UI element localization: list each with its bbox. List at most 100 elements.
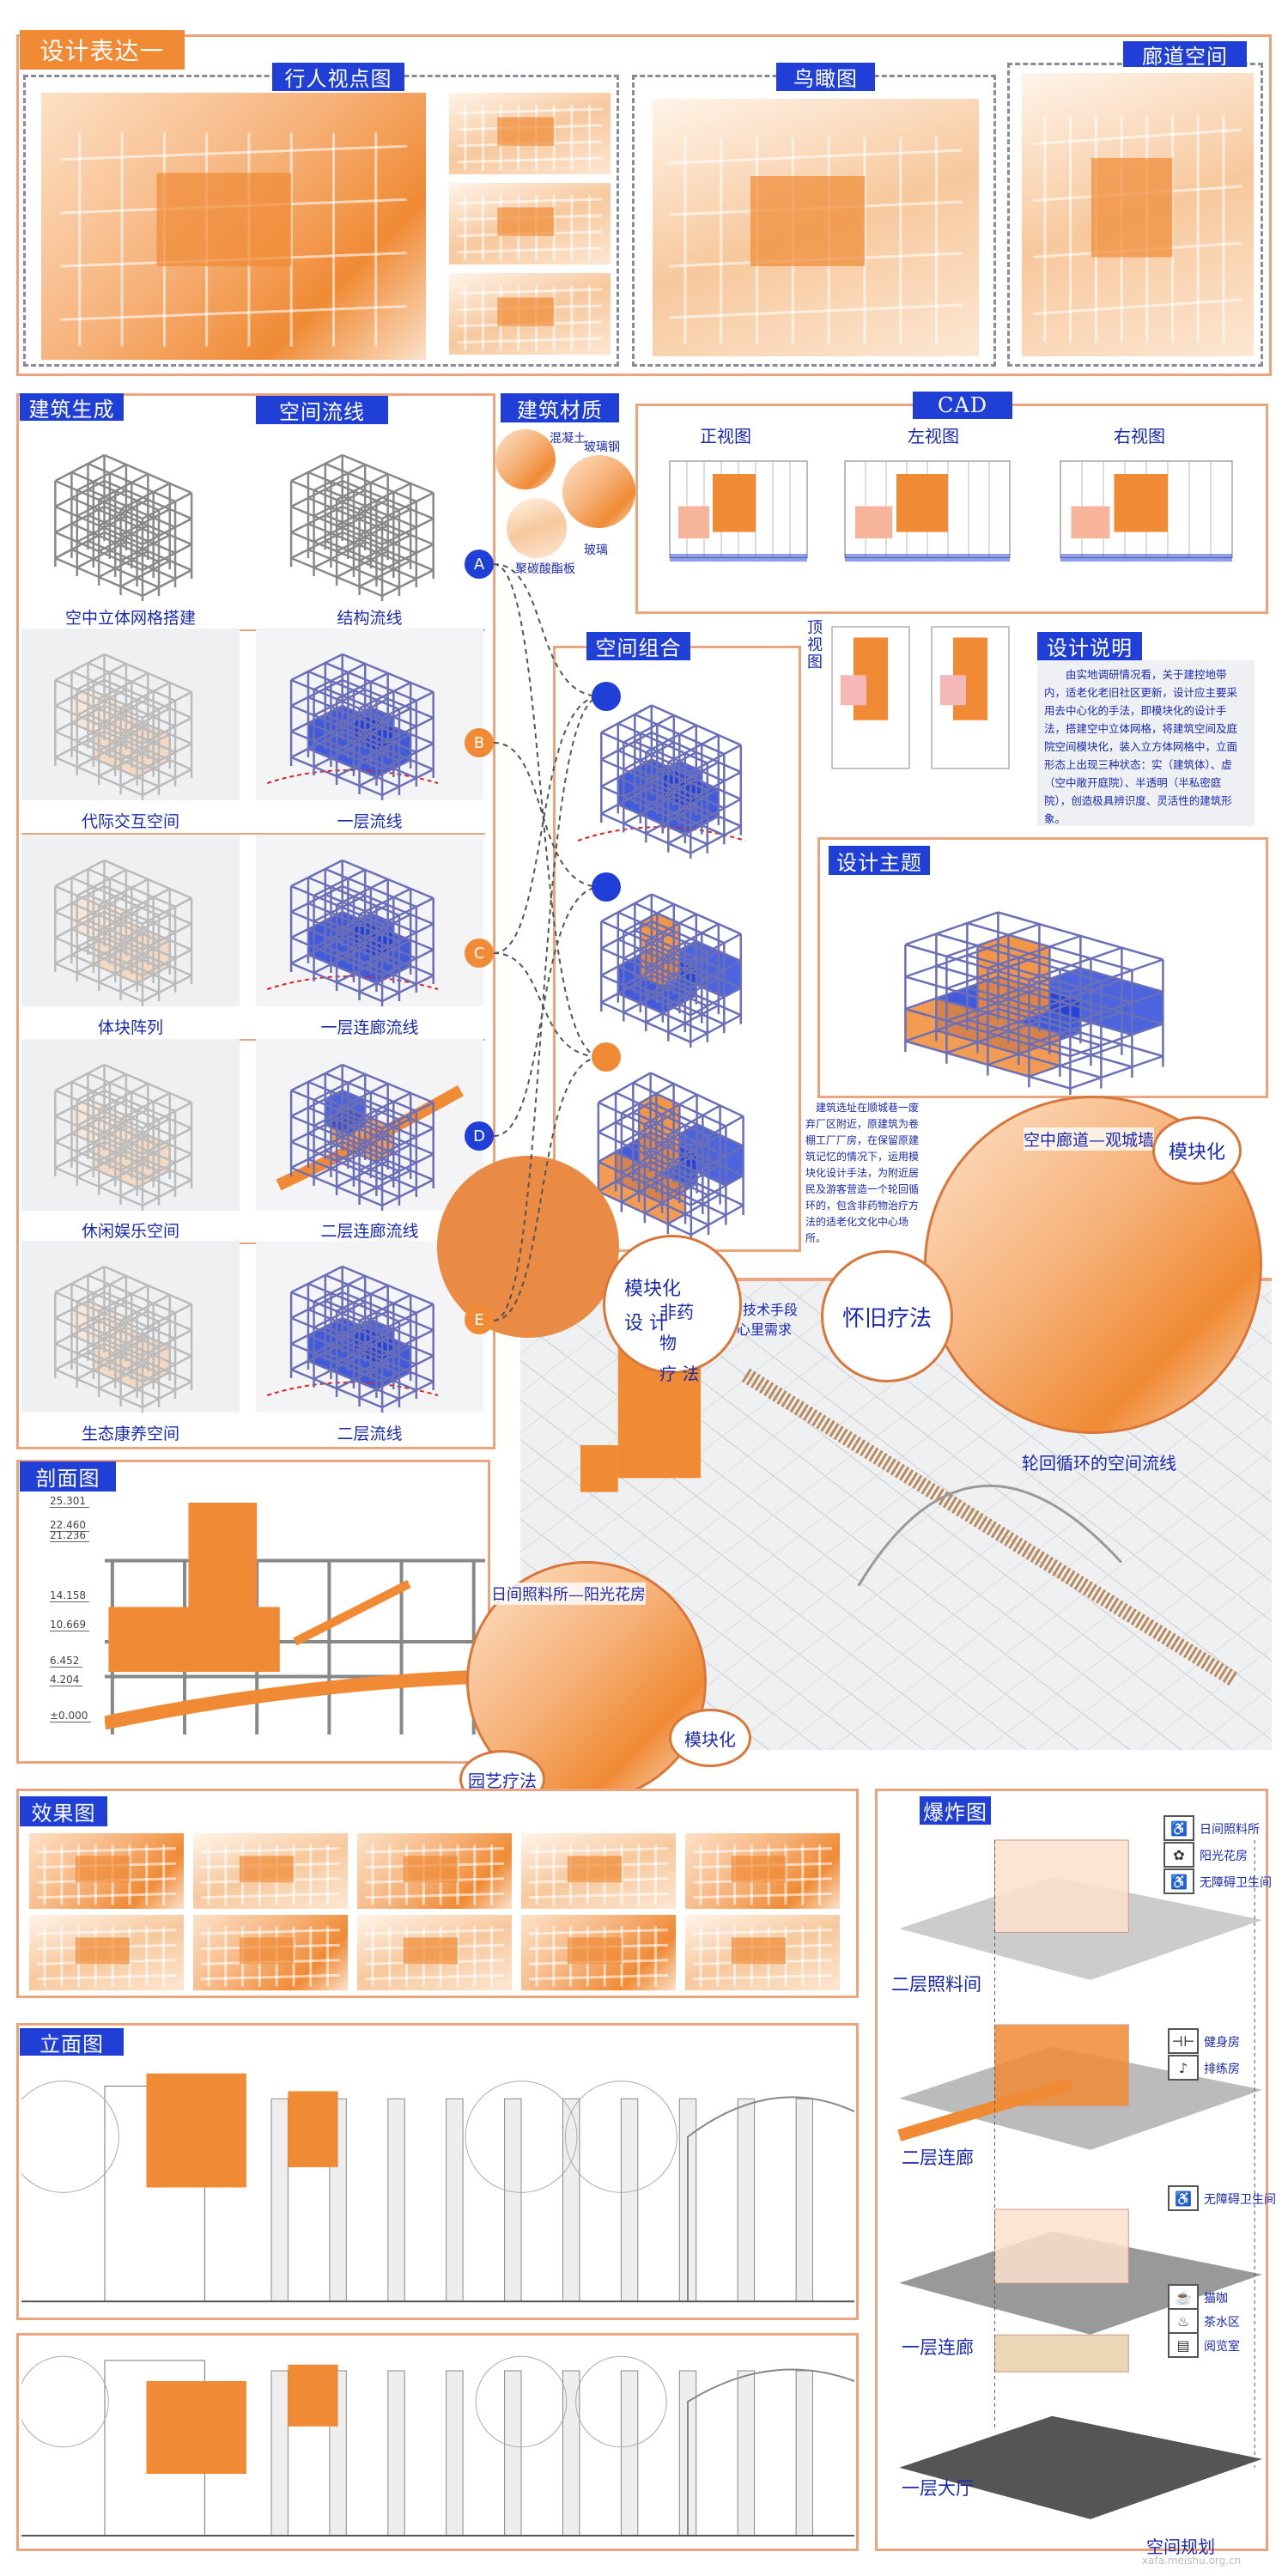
generation-caption: 休闲娱乐空间 [81, 1222, 179, 1241]
structure-beam [945, 1019, 1040, 1054]
photo-frame-line [528, 1929, 669, 1935]
structure-beam [142, 768, 192, 797]
illustration [844, 460, 1011, 562]
illustration [903, 911, 1165, 1095]
tree [575, 2355, 667, 2448]
structure-beam [336, 878, 389, 907]
elevation-volume [713, 474, 756, 532]
non-drug-1: 非药物 [659, 1302, 694, 1353]
illustration [692, 1926, 833, 1987]
structure-beam [54, 730, 106, 759]
structure-beam [904, 975, 999, 1011]
pedestrian-detail-image [449, 273, 611, 355]
plan-volume [940, 675, 966, 706]
rendering-thumbnail[interactable] [193, 1915, 348, 1990]
structure-beam [98, 955, 149, 984]
structure-beam [336, 1284, 389, 1313]
function-label: 日间照料所 [1200, 1823, 1260, 1837]
structure-beam [645, 993, 697, 1024]
elevation-ground [670, 554, 807, 562]
photo-volume [156, 173, 292, 267]
structure-beam [54, 453, 106, 483]
site-volume [580, 1445, 618, 1492]
structure-beam [598, 1160, 652, 1193]
photo-frame-line [692, 1892, 833, 1899]
tree [565, 2081, 677, 2193]
function-label: 无障碍卫生间 [1204, 2193, 1276, 2207]
structure-beam [623, 930, 675, 960]
structure-beam [987, 999, 1081, 1034]
structure-beam [54, 1089, 106, 1118]
facade-column [562, 2370, 580, 2537]
structure-beam [313, 489, 366, 518]
cad-right-drawing [1039, 448, 1254, 577]
facade-column [562, 2098, 580, 2302]
structure-beam [600, 893, 653, 923]
illustration [276, 1063, 464, 1211]
facade-volume [146, 2073, 246, 2188]
modular-text: 模块化 [684, 1728, 736, 1750]
structure-beam [290, 1140, 343, 1170]
structure-beam [667, 1133, 721, 1166]
flow-caption: 二层连廊流线 [320, 1222, 419, 1241]
rendering-thumbnail[interactable] [685, 1833, 840, 1909]
structure-beam [381, 1152, 434, 1182]
planning-label: 空间规划 [1146, 2537, 1215, 2557]
structure-beam [54, 1342, 106, 1371]
structure-beam [359, 1169, 411, 1198]
structure-beam [98, 550, 149, 579]
structure-beam [904, 943, 999, 978]
rendering-thumbnail[interactable] [193, 1833, 348, 1909]
generation-caption: 空中立体网格搭建 [64, 609, 196, 628]
photo-volume [240, 1937, 294, 1965]
floor-volume [994, 1839, 1129, 1933]
structure-beam [98, 524, 149, 553]
structure-beam [336, 1108, 389, 1137]
structure-beam [621, 1083, 675, 1115]
generation-image [21, 1039, 240, 1211]
structure-beam [54, 1140, 106, 1170]
rendering-thumbnail[interactable] [29, 1833, 184, 1909]
function-label: 阅览室 [1204, 2340, 1240, 2354]
corridor-image [1022, 73, 1254, 356]
facade-volume [146, 2381, 246, 2474]
structure-beam [381, 517, 434, 546]
rendering-thumbnail[interactable] [29, 1915, 184, 1990]
photo-volume [404, 1937, 458, 1965]
section-stair [293, 1580, 411, 1646]
flow-caption: 一层流线 [337, 812, 403, 831]
structure-beam [359, 964, 411, 993]
structure-beam [623, 902, 675, 933]
rendering-thumbnail[interactable] [521, 1915, 676, 1990]
cad-front-drawing [653, 448, 824, 577]
corridor-label: 廊道空间 [1123, 41, 1247, 69]
pedestrian-view-label: 行人视点图 [272, 63, 404, 91]
structure-beam [98, 1159, 149, 1188]
structure-beam [119, 964, 171, 993]
sky-corridor [741, 1368, 1239, 1686]
structure-beam [313, 1300, 366, 1329]
floor-label: 一层连廊 [902, 2337, 974, 2358]
structure-beam [336, 723, 389, 752]
structure-beam [667, 734, 720, 763]
structure-beam [313, 1098, 366, 1127]
structure-beam [98, 1108, 149, 1137]
facade-column [504, 2098, 522, 2302]
music-icon: ♪ [1168, 2055, 1199, 2081]
rendering-thumbnail[interactable] [357, 1833, 512, 1909]
structure-beam [1028, 946, 1122, 981]
structure-beam [381, 716, 434, 745]
structure-beam [54, 479, 106, 508]
rendering-thumbnail[interactable] [357, 1915, 512, 1990]
illustration [200, 1844, 341, 1905]
rendering-thumbnail[interactable] [685, 1915, 840, 1990]
material-concrete-swatch [495, 429, 556, 489]
facade-column [387, 2370, 405, 2537]
structure-beam [313, 894, 366, 923]
rendering-thumbnail[interactable] [521, 1833, 676, 1909]
structure-beam [359, 732, 411, 762]
structure-beam [359, 681, 411, 710]
structure-beam [313, 714, 366, 743]
photo-frame-line [457, 156, 603, 164]
structure-beam [644, 1123, 698, 1155]
